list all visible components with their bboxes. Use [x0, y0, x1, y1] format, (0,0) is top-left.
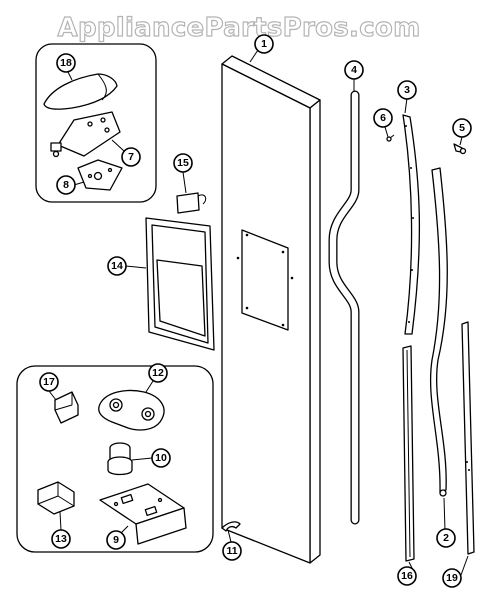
- callout-label: 16: [401, 570, 413, 582]
- callout-label: 9: [113, 534, 119, 546]
- callout-19: 19: [442, 568, 462, 588]
- callout-label: 19: [446, 572, 458, 584]
- plastic-bracket-part: [37, 481, 75, 515]
- door-stop-clip-part: [221, 521, 241, 532]
- callout-label: 10: [155, 452, 167, 464]
- callout-16: 16: [397, 566, 417, 586]
- callout-7: 7: [121, 147, 141, 167]
- hinge-pin-part: [107, 442, 133, 476]
- callout-15: 15: [173, 153, 193, 173]
- callout-label: 15: [177, 157, 189, 169]
- callout-label: 7: [128, 151, 134, 163]
- callout-17: 17: [39, 372, 59, 392]
- callout-18: 18: [56, 53, 76, 73]
- hinge-base-plate-part: [77, 159, 123, 191]
- watermark-text: AppliancePartsPros.com: [58, 13, 421, 43]
- callout-label: 4: [351, 64, 357, 76]
- top-hinge-plate-part: [50, 111, 121, 158]
- small-bracket-part: [54, 391, 79, 424]
- callout-label: 2: [443, 532, 449, 544]
- screw-part: [453, 143, 467, 155]
- callout-label: 17: [43, 376, 55, 388]
- callout-6: 6: [373, 108, 393, 128]
- callout-1: 1: [254, 34, 274, 54]
- callout-label: 14: [111, 260, 123, 272]
- callout-label: 12: [152, 367, 164, 379]
- callout-11: 11: [222, 541, 242, 561]
- switch-connector-part: [176, 192, 207, 214]
- callout-label: 11: [226, 545, 237, 557]
- callout-label: 3: [404, 84, 410, 96]
- top-hinge-cover-part: [43, 73, 118, 110]
- bottom-hinge-bracket-part: [98, 389, 165, 431]
- callout-13: 13: [51, 529, 71, 549]
- handle-trim-part: [402, 114, 421, 335]
- gasket-rod-part: [328, 90, 360, 525]
- callout-10: 10: [151, 448, 171, 468]
- callout-3: 3: [397, 80, 417, 100]
- callout-8: 8: [56, 175, 76, 195]
- callout-label: 6: [380, 112, 386, 124]
- bottom-hinge-group-box: [16, 365, 214, 553]
- side-trim-strip-part: [461, 321, 475, 555]
- callout-label: 18: [60, 57, 72, 69]
- callout-12: 12: [148, 363, 168, 383]
- callout-5: 5: [452, 118, 472, 138]
- door-panel-part: [221, 55, 321, 564]
- callout-2: 2: [436, 528, 456, 548]
- bottom-hinge-base-part: [99, 483, 187, 545]
- top-hinge-group-box: [35, 43, 157, 203]
- callout-4: 4: [344, 60, 364, 80]
- callout-9: 9: [106, 530, 126, 550]
- callout-14: 14: [107, 256, 127, 276]
- callout-label: 8: [63, 179, 69, 191]
- door-handle-part: [429, 167, 448, 497]
- callout-label: 13: [55, 533, 67, 545]
- callout-label: 5: [459, 122, 465, 134]
- callout-label: 1: [261, 38, 267, 50]
- lower-trim-strip-part: [402, 345, 415, 562]
- dispenser-frame-part: [145, 217, 215, 351]
- small-screw-part: [386, 134, 395, 142]
